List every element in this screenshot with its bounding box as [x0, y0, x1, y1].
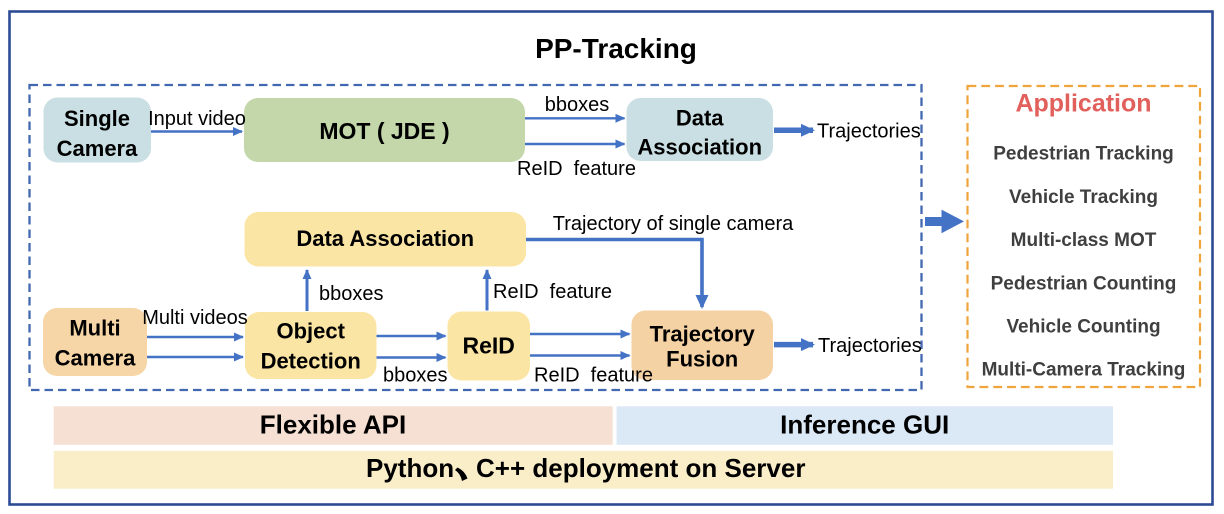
- svg-text:ReID feature: ReID feature: [517, 158, 636, 180]
- svg-text:Vehicle Counting: Vehicle Counting: [1006, 317, 1160, 338]
- svg-text:Inference GUI: Inference GUI: [780, 410, 949, 440]
- svg-text:Data Association: Data Association: [296, 226, 474, 251]
- svg-text:Application: Application: [1015, 90, 1151, 118]
- svg-text:Multi-class MOT: Multi-class MOT: [1011, 230, 1157, 251]
- svg-text:Detection: Detection: [261, 349, 361, 374]
- svg-text:Camera: Camera: [57, 136, 138, 161]
- svg-text:Object: Object: [276, 319, 345, 344]
- svg-text:ReID feature: ReID feature: [493, 281, 612, 303]
- svg-text:Trajectory of single camera: Trajectory of single camera: [553, 213, 794, 235]
- svg-text:Data: Data: [676, 106, 724, 131]
- svg-text:PP-Tracking: PP-Tracking: [535, 33, 697, 64]
- svg-text:Pedestrian Tracking: Pedestrian Tracking: [993, 144, 1174, 165]
- svg-text:Multi videos: Multi videos: [142, 307, 248, 329]
- svg-text:Multi: Multi: [69, 316, 120, 341]
- svg-text:Fusion: Fusion: [666, 347, 738, 372]
- svg-text:Trajectories: Trajectories: [817, 121, 921, 143]
- svg-text:Pedestrian Counting: Pedestrian Counting: [991, 273, 1177, 294]
- svg-text:Multi-Camera Tracking: Multi-Camera Tracking: [982, 360, 1186, 381]
- svg-text:Trajectories: Trajectories: [818, 335, 922, 357]
- svg-text:bboxes: bboxes: [545, 94, 610, 116]
- svg-text:Flexible API: Flexible API: [260, 410, 406, 440]
- svg-text:Single: Single: [64, 106, 130, 131]
- svg-text:MOT ( JDE ): MOT ( JDE ): [319, 118, 449, 144]
- svg-text:Vehicle Tracking: Vehicle Tracking: [1009, 187, 1158, 208]
- svg-text:C++ deployment on Server: C++ deployment on Server: [476, 453, 805, 483]
- svg-text:bboxes: bboxes: [319, 283, 384, 305]
- svg-text:Trajectory: Trajectory: [650, 322, 756, 347]
- svg-text:bboxes: bboxes: [383, 365, 448, 387]
- svg-text:Association: Association: [637, 135, 762, 160]
- svg-text:Input video: Input video: [148, 108, 246, 130]
- svg-text:Camera: Camera: [55, 346, 136, 371]
- svg-text:Python: Python: [366, 453, 454, 483]
- svg-text:ReID feature: ReID feature: [534, 365, 653, 387]
- svg-text:ReID: ReID: [462, 333, 514, 359]
